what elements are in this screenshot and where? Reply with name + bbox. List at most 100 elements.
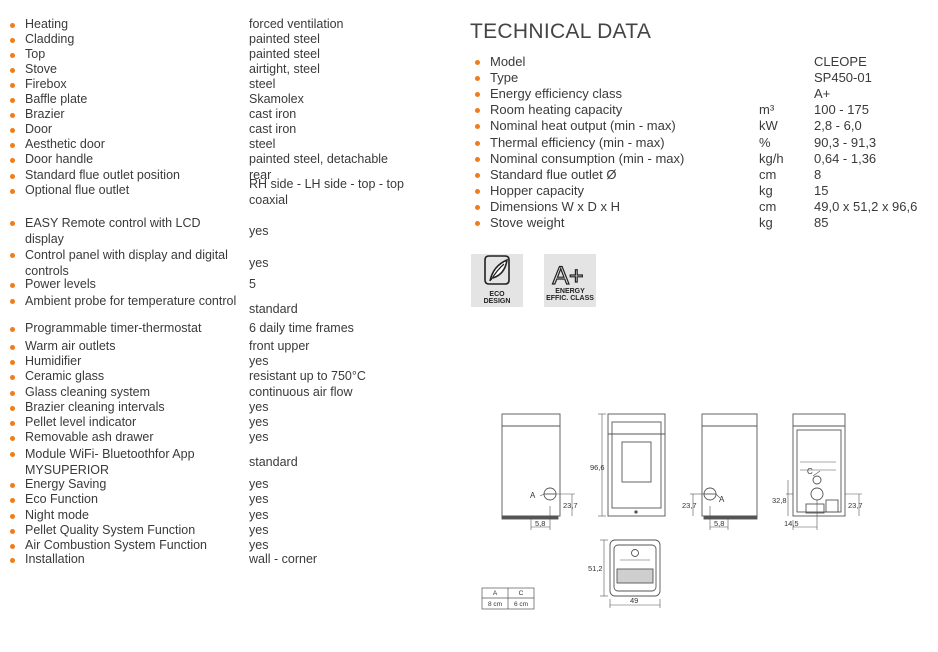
side-view-right <box>690 413 758 530</box>
tech-label: Stove weight <box>490 215 565 230</box>
feature-value: yes <box>249 477 269 491</box>
bullet-icon <box>10 544 15 549</box>
feature-label: Firebox <box>25 77 67 91</box>
tech-unit: kW <box>759 118 778 134</box>
feature-value: 6 daily time frames <box>249 321 354 335</box>
dim-width: 49 <box>630 596 638 605</box>
tech-value: 49,0 x 51,2 x 96,6 <box>814 198 918 214</box>
feature-label: Night mode <box>25 508 89 522</box>
feature-value: yes <box>249 538 269 552</box>
bullet-icon <box>10 174 15 179</box>
tech-label: Type <box>490 70 519 86</box>
dim-height: 96,6 <box>590 463 605 472</box>
dim-back-h: 32,8 <box>772 496 787 505</box>
feature-value: yes <box>249 508 269 522</box>
energy-class-badge: A+ ENERGY EFFIC. CLASS <box>544 254 596 307</box>
tech-label: Nominal heat output (min - max) <box>490 118 676 134</box>
feature-label: Control panel with display and digital c… <box>25 248 228 278</box>
bullet-icon <box>10 143 15 148</box>
bullet-icon <box>10 98 15 103</box>
tech-value: 0,64 - 1,36 <box>814 150 877 166</box>
bullet-icon <box>475 108 480 114</box>
tech-label: Hopper capacity <box>490 182 584 198</box>
feature-value: front upper <box>249 339 310 353</box>
bullet-icon <box>10 558 15 563</box>
feature-label: Warm air outlets <box>25 339 116 353</box>
feature-label: Baffle plate <box>25 92 88 106</box>
energy-badge-line1: ENERGY <box>555 288 585 295</box>
tech-value: CLEOPE <box>814 54 867 69</box>
dim-pipe-h-1: 23,7 <box>563 501 578 510</box>
feature-label: Top <box>25 47 46 61</box>
feature-label: Installation <box>25 552 85 566</box>
dim-pipe-w-2: 5,8 <box>714 519 724 528</box>
top-view <box>600 539 661 608</box>
tech-value: A+ <box>814 86 831 102</box>
feature-label: Standard flue outlet position <box>25 168 180 182</box>
feature-value: RH side - LH side - top - top coaxial <box>249 177 404 207</box>
bullet-icon <box>10 189 15 194</box>
bullet-icon <box>475 156 480 162</box>
bullet-icon <box>10 436 15 441</box>
tech-unit: cm <box>759 166 777 182</box>
bullet-icon <box>10 221 15 226</box>
feature-value: yes <box>249 430 269 444</box>
dim-back-w: 14,5 <box>784 519 799 528</box>
bullet-icon <box>475 188 480 194</box>
label-a-2: A <box>719 495 725 504</box>
feature-value: yes <box>249 256 269 270</box>
tech-label: Dimensions W x D x H <box>490 198 621 214</box>
tech-unit: kg/h <box>759 150 784 166</box>
eco-badge-line2: DESIGN <box>483 298 511 305</box>
feature-value: painted steel <box>249 47 320 61</box>
bullet-icon <box>475 221 480 226</box>
tech-label: Nominal consumption (min - max) <box>490 150 685 166</box>
energy-class-icon: A+ <box>552 261 584 288</box>
feature-value: yes <box>249 492 269 506</box>
bullet-icon <box>475 92 480 98</box>
feature-label: Door handle <box>25 152 94 166</box>
feature-value: yes <box>249 354 269 368</box>
feature-label: Cladding <box>25 32 75 46</box>
bullet-icon <box>10 68 15 73</box>
feature-label: EASY Remote control with LCD display <box>25 216 201 246</box>
tech-value: 85 <box>814 215 829 230</box>
feature-label: Heating <box>25 17 69 31</box>
bullet-icon <box>10 529 15 534</box>
feature-value: resistant up to 750°C <box>249 369 366 383</box>
energy-class-mark: A+ <box>552 262 583 288</box>
tech-unit: % <box>759 134 771 150</box>
eco-badge-line1: ECO <box>489 291 505 298</box>
feature-label: Optional flue outlet <box>25 183 130 197</box>
flue-legend-table: A C 8 cm 6 cm <box>481 587 535 610</box>
legend-value-a: 8 cm <box>488 601 502 608</box>
technical-data-title: TECHNICAL DATA <box>470 20 652 43</box>
feature-value: standard <box>249 302 298 316</box>
tech-label: Room heating capacity <box>490 102 623 118</box>
bullet-icon <box>10 498 15 503</box>
feature-label: Removable ash drawer <box>25 430 154 444</box>
bullet-icon <box>10 128 15 133</box>
bullet-icon <box>10 38 15 43</box>
bullet-icon <box>475 204 480 210</box>
dim-pipe-w-1: 5,8 <box>535 519 545 528</box>
bullet-icon <box>475 124 480 130</box>
feature-value: yes <box>249 523 269 537</box>
bullet-icon <box>10 327 15 332</box>
bullet-icon <box>10 483 15 488</box>
energy-badge-line2: EFFIC. CLASS <box>546 295 594 302</box>
feature-label: Pellet level indicator <box>25 415 137 429</box>
bullet-icon <box>10 253 15 258</box>
side-view-left <box>501 413 575 530</box>
feature-label: Energy Saving <box>25 477 107 491</box>
feature-value: forced ventilation <box>249 17 344 31</box>
bullet-icon <box>475 172 480 178</box>
tech-label: Standard flue outlet Ø <box>490 166 617 182</box>
tech-unit: kg <box>759 215 773 230</box>
eco-design-badge: ECO DESIGN <box>471 254 523 307</box>
feature-label: Ceramic glass <box>25 369 105 383</box>
dim-depth: 51,2 <box>588 564 603 573</box>
tech-value: 15 <box>814 182 829 198</box>
tech-value: 2,8 - 6,0 <box>814 118 862 134</box>
bullet-icon <box>475 60 480 65</box>
